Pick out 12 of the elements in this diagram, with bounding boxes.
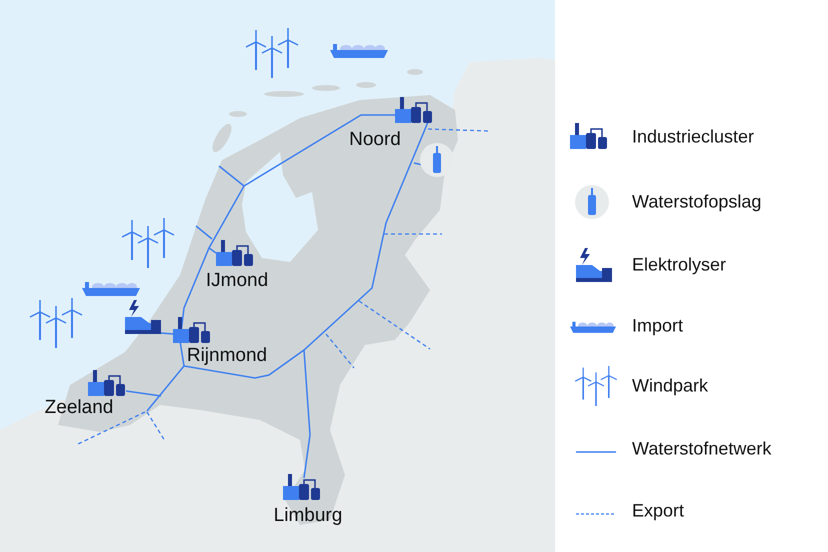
legend-label: Waterstofnetwerk bbox=[632, 438, 772, 460]
legend-label: Elektrolyser bbox=[632, 254, 726, 276]
legend-label: Industriecluster bbox=[632, 126, 754, 148]
legend-label: Windpark bbox=[632, 376, 708, 396]
region-label: IJmond bbox=[206, 270, 268, 292]
region-label: Zeeland bbox=[44, 397, 114, 419]
region-label: Rijnmond bbox=[186, 345, 268, 367]
legend-label: Waterstofopslag bbox=[632, 192, 762, 212]
region-label: Limburg bbox=[274, 505, 342, 527]
legend-label: Export bbox=[632, 500, 684, 522]
region-label: Noord bbox=[349, 129, 401, 151]
legend-label: Import bbox=[632, 316, 684, 336]
